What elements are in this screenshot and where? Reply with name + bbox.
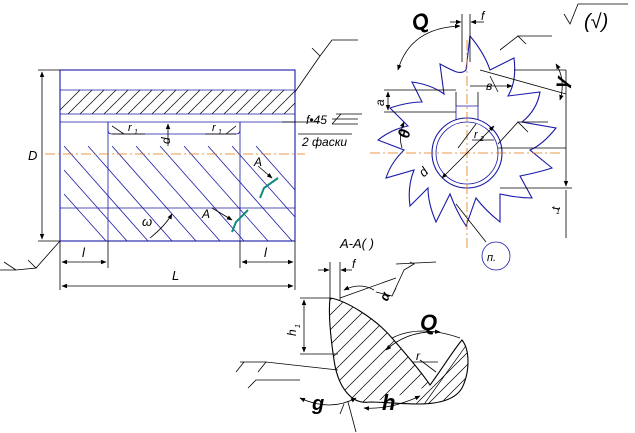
dim-D: D bbox=[28, 148, 37, 163]
r1-right-label: r bbox=[212, 122, 217, 134]
hatched-bore-section bbox=[60, 90, 295, 114]
angle-g-section: g bbox=[311, 393, 324, 415]
roughness-symbol bbox=[563, 3, 628, 25]
dim-h-section: h bbox=[382, 390, 395, 415]
chamfer-spec: f•45 bbox=[306, 113, 327, 127]
svg-text:1: 1 bbox=[218, 129, 222, 136]
helical-flutes bbox=[63, 145, 296, 242]
callout-p: п. bbox=[487, 252, 496, 264]
radius-r2: r bbox=[474, 129, 479, 141]
svg-text:A: A bbox=[201, 207, 210, 221]
angle-theta: θ bbox=[396, 128, 414, 140]
roughness-leader-bottom bbox=[0, 240, 61, 271]
svg-text:1: 1 bbox=[295, 324, 302, 328]
angle-gamma: γ bbox=[550, 73, 574, 90]
cutter-teeth-outline bbox=[376, 34, 558, 228]
dim-d: d bbox=[416, 164, 432, 180]
radius-r-section: r bbox=[416, 349, 421, 363]
dim-f-top: f bbox=[481, 9, 486, 23]
dim-L: L bbox=[172, 268, 179, 283]
side-view: D d r 1 r 1 f•45 2 фаски A A ω bbox=[0, 39, 362, 290]
section-mark-top bbox=[259, 177, 279, 199]
section-title: А-А( ) bbox=[339, 236, 374, 251]
dim-f-section: f bbox=[352, 257, 357, 271]
svg-text:1: 1 bbox=[134, 129, 138, 136]
svg-text:A: A bbox=[253, 155, 262, 169]
front-view: Q f (√) a в γ θ r 2 d bbox=[370, 3, 628, 271]
keyway bbox=[455, 105, 479, 120]
dim-h1: h bbox=[285, 329, 299, 336]
roughness-value: (√) bbox=[584, 11, 608, 33]
r1-left-label: r bbox=[128, 122, 133, 134]
dim-l-right: l bbox=[264, 245, 268, 260]
roughness-leader-top bbox=[294, 39, 358, 93]
dim-t1: t bbox=[549, 206, 563, 210]
angle-Q-section: Q bbox=[420, 310, 437, 335]
callout-p-circle bbox=[481, 241, 511, 271]
angle-omega: ω bbox=[142, 214, 152, 229]
angle-Q-top: Q bbox=[408, 7, 433, 36]
section-A-A: А-А( ) bbox=[235, 236, 469, 433]
cutter-body-outline bbox=[59, 69, 296, 242]
svg-text:1: 1 bbox=[556, 209, 560, 216]
dim-a: a bbox=[373, 99, 387, 106]
dim-d1: d bbox=[159, 137, 173, 144]
section-mark-bottom bbox=[231, 209, 249, 233]
dim-l-left: l bbox=[82, 245, 86, 260]
chamfer-note: 2 фаски bbox=[301, 135, 347, 149]
dim-b: в bbox=[486, 79, 492, 93]
